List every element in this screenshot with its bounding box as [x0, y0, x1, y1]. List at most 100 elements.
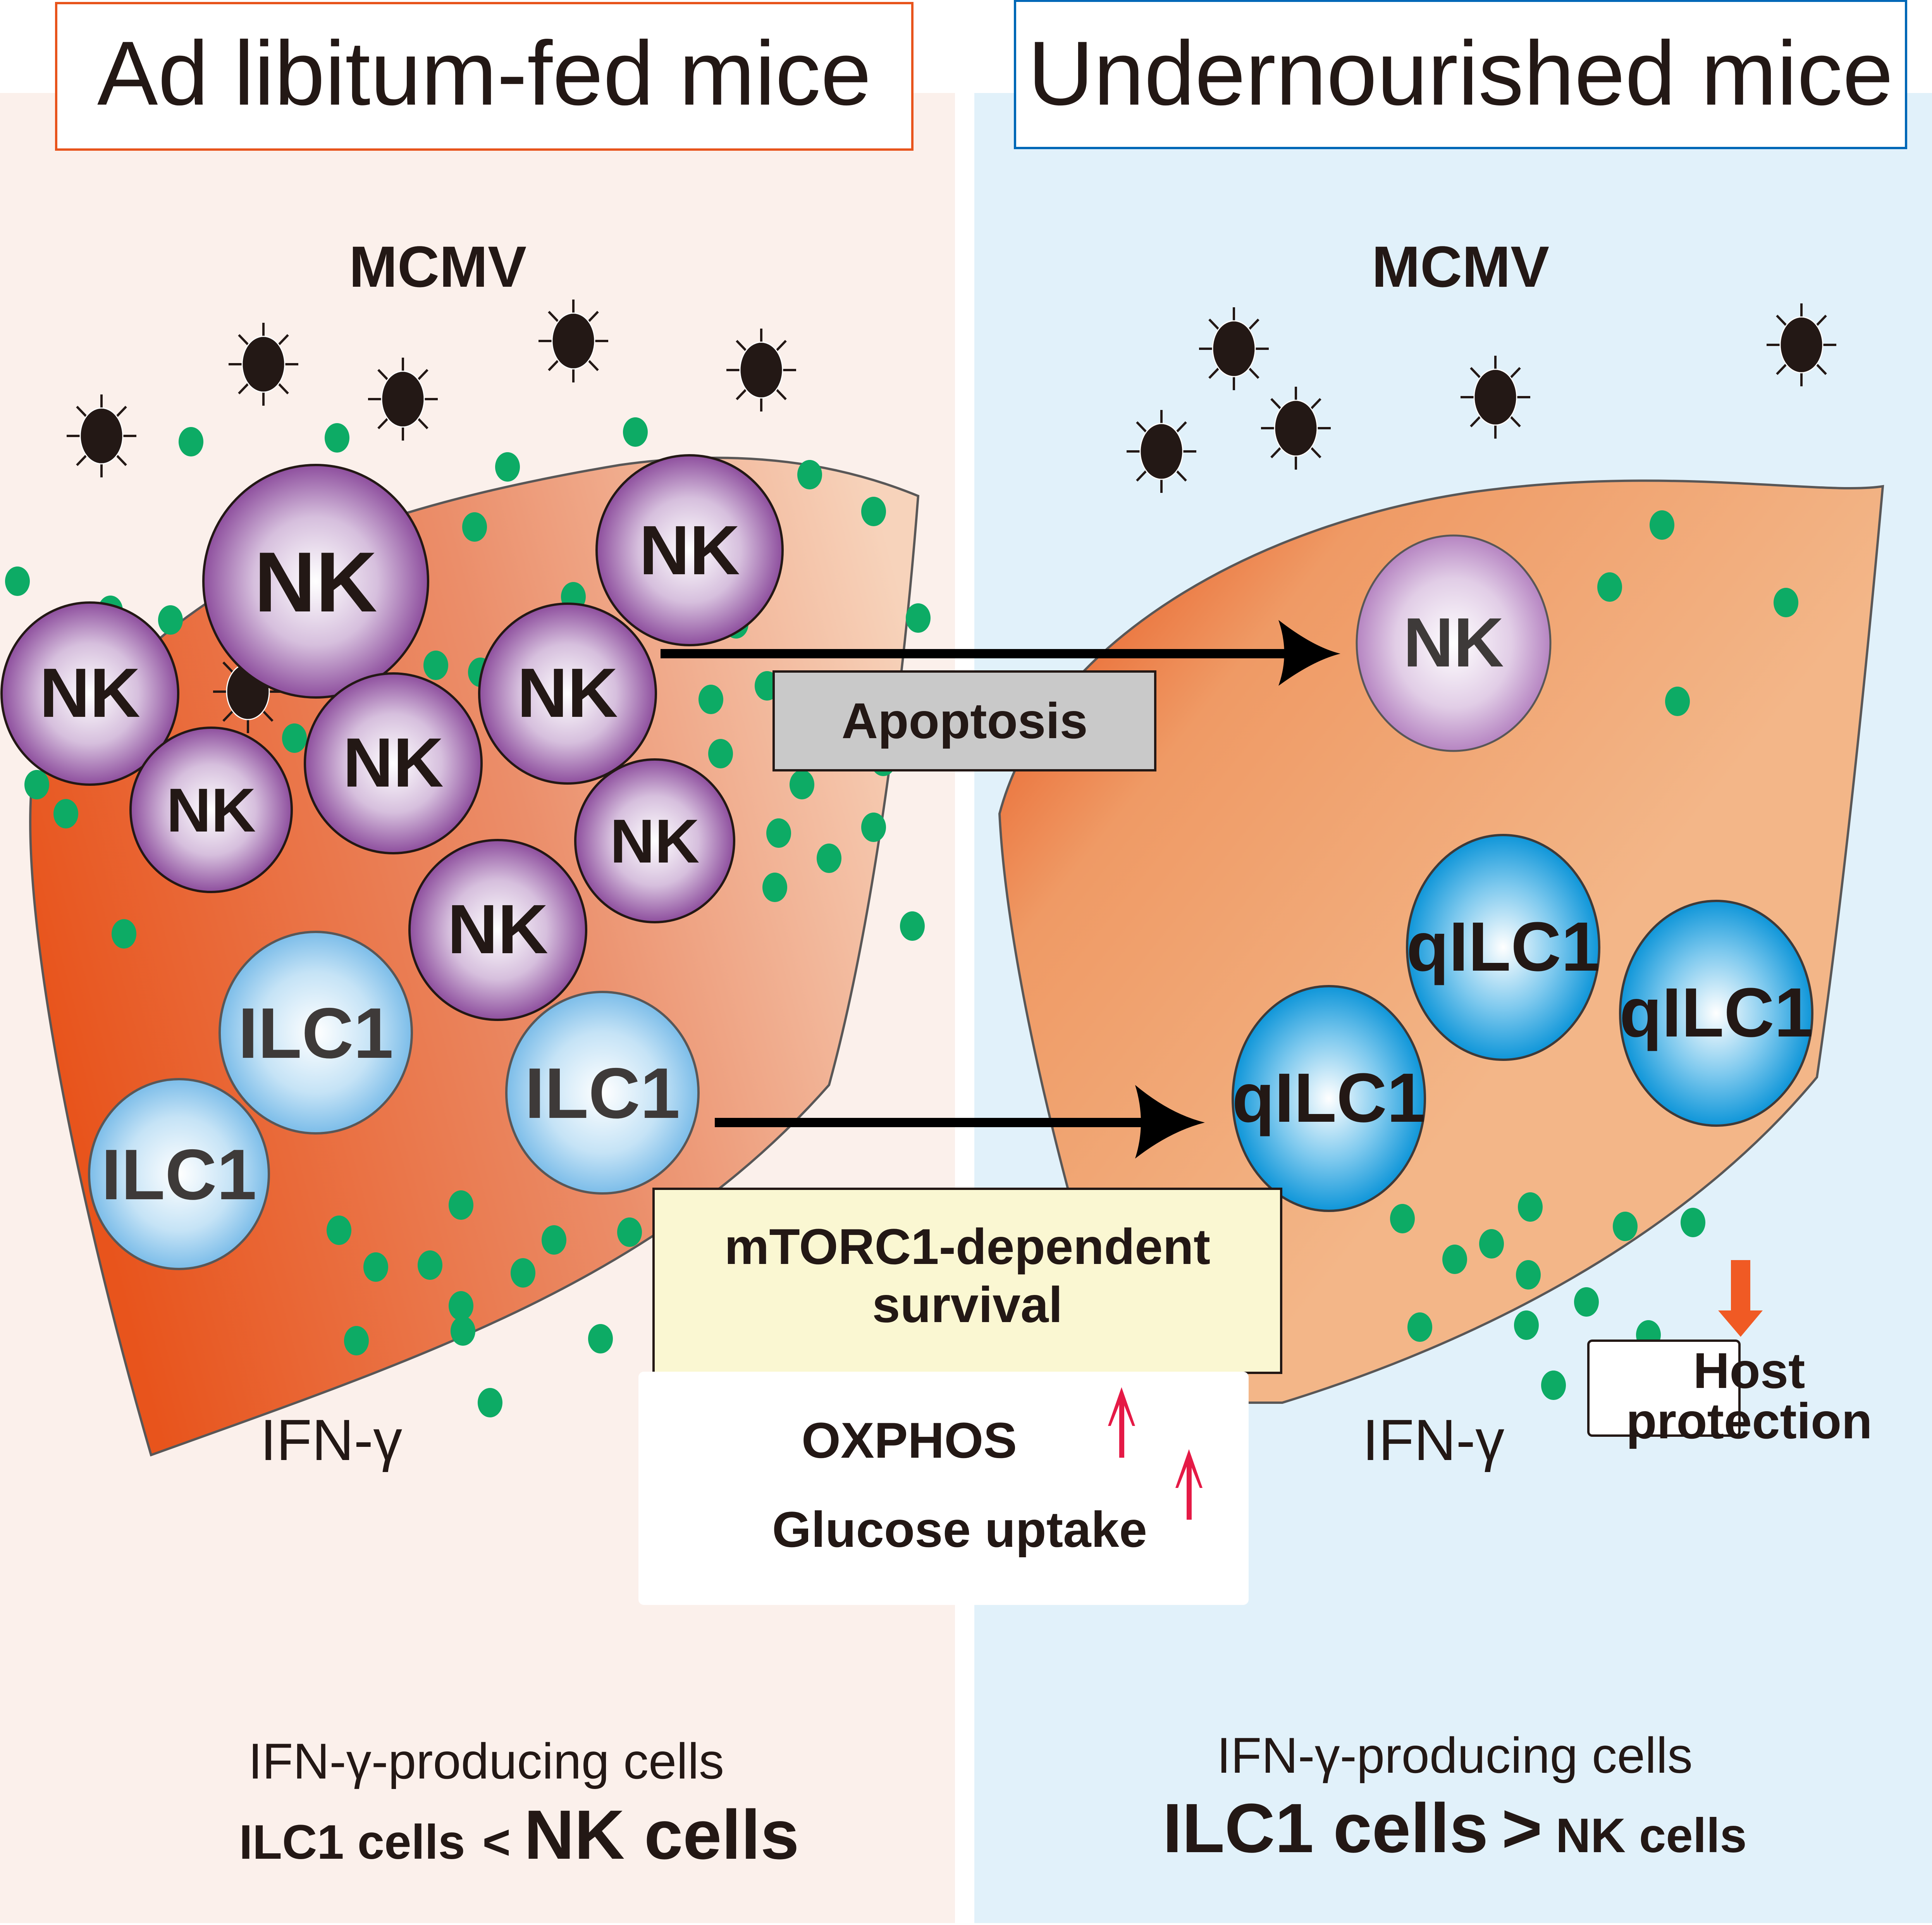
glucose-up-arrow-icon: [1175, 1449, 1203, 1520]
virus-particle: [1127, 410, 1196, 493]
ifn-gamma-dot: [462, 512, 487, 542]
glucose-uptake-label: Glucose uptake: [772, 1501, 1147, 1558]
host-protection-line2: protection: [1626, 1393, 1872, 1449]
ilc1-cell: ILC1: [218, 931, 413, 1135]
nk-cell: NK: [595, 454, 784, 646]
mtorc1-label-box: mTORC1-dependent survival: [652, 1188, 1282, 1374]
ifn-gamma-dot: [1681, 1208, 1705, 1237]
ifn-gamma-dot: [900, 911, 925, 941]
nk-cell: NK: [408, 839, 587, 1021]
ifn-gamma-dot: [282, 723, 307, 753]
host-protection-down-arrow-icon: [1718, 1260, 1763, 1337]
ifn-gamma-dot: [24, 770, 49, 799]
nk-cell: NK: [304, 672, 483, 854]
ifn-gamma-dots: [5, 417, 1798, 1417]
left-nk-cells: NK NK NK NK NK NK NK NK: [0, 454, 784, 1021]
right-nk-cell: NK: [1356, 534, 1552, 752]
ifn-gamma-dot: [861, 813, 886, 842]
virus-particle: [538, 300, 608, 382]
right-qilc1-cells: qILC1 qILC1 qILC1: [1232, 834, 1813, 1212]
right-header: Undernourished mice: [1014, 0, 1907, 149]
ifn-gamma-dot: [766, 818, 791, 848]
ifn-gamma-dot: [708, 739, 733, 768]
right-summary-heading: IFN-γ-producing cells: [1217, 1727, 1693, 1784]
svg-text:qILC1: qILC1: [1619, 974, 1813, 1052]
ifn-gamma-dot: [797, 460, 822, 489]
ifn-gamma-dot: [449, 1291, 473, 1321]
oxphos-label: OXPHOS: [802, 1412, 1017, 1469]
virus-particle: [67, 394, 136, 477]
left-header-box: [55, 2, 914, 151]
host-protection-line1: Host: [1693, 1342, 1805, 1399]
virus-particle: [1461, 356, 1530, 439]
mtorc1-label-line1: mTORC1-dependent: [724, 1218, 1210, 1275]
svg-text:NK: NK: [254, 534, 377, 630]
ifn-gamma-dot: [449, 1190, 473, 1220]
apoptosis-label: Apoptosis: [841, 692, 1088, 749]
ifn-gamma-dot: [1597, 572, 1622, 602]
ifn-gamma-dot: [817, 844, 841, 873]
svg-text:qILC1: qILC1: [1232, 1059, 1426, 1137]
ifn-gamma-dot: [344, 1326, 369, 1355]
virus-particle: [726, 329, 796, 412]
ifn-gamma-dot: [1390, 1204, 1415, 1233]
svg-text:NK: NK: [166, 775, 256, 845]
nk-cell: NK: [574, 758, 735, 923]
apoptosis-label-box: Apoptosis: [772, 670, 1156, 771]
ifn-gamma-dot: [325, 423, 349, 453]
ifn-gamma-dot: [423, 651, 448, 680]
left-summary-lhs: ILC1 cells: [239, 1815, 465, 1869]
ifn-gamma-dot: [179, 427, 203, 456]
right-summary: IFN-γ-producing cells ILC1 cells > NK ce…: [1163, 1727, 1747, 1867]
left-ilc1-cells: ILC1 ILC1 ILC1: [88, 931, 700, 1270]
svg-text:NK: NK: [343, 724, 444, 802]
right-summary-rhs: NK cells: [1556, 1809, 1747, 1863]
metabolism-box: OXPHOS Glucose uptake: [638, 1372, 1249, 1605]
ilc1-survival-arrow: [715, 1085, 1205, 1159]
ifn-gamma-dot: [1518, 1192, 1543, 1222]
virus-particle: [1767, 303, 1836, 386]
virus-particle: [368, 358, 438, 441]
ifn-gamma-dot: [861, 497, 886, 526]
ifn-gamma-dot: [1541, 1371, 1566, 1400]
right-mcmv-label: MCMV: [1372, 234, 1549, 299]
ifn-gamma-dot: [327, 1216, 351, 1245]
ifn-gamma-dot: [1407, 1312, 1432, 1342]
svg-text:NK: NK: [40, 654, 140, 732]
nk-cell: NK: [129, 727, 293, 893]
left-header-title: Ad libitum-fed mice: [97, 22, 871, 124]
ifn-gamma-dot: [1774, 588, 1798, 617]
ifn-gamma-dot: [617, 1217, 642, 1247]
ifn-gamma-dot: [762, 873, 787, 902]
right-header-box: [1014, 0, 1907, 149]
svg-text:NK: NK: [610, 806, 699, 876]
svg-text:NK: NK: [517, 654, 618, 732]
left-mcmv-label: MCMV: [349, 234, 526, 299]
virus-particle: [1199, 307, 1269, 390]
nk-cell: NK: [202, 464, 429, 699]
virus-particle: [1261, 387, 1331, 470]
oxphos-up-arrow-icon: [1108, 1387, 1135, 1458]
left-summary: IFN-γ-producing cells ILC1 cells < NK ce…: [239, 1733, 799, 1874]
right-ifn-gamma-label: IFN-γ: [1363, 1407, 1505, 1472]
ifn-gamma-dot: [451, 1316, 475, 1346]
ifn-gamma-dot: [906, 603, 931, 633]
svg-text:ILC1: ILC1: [238, 993, 394, 1073]
ifn-gamma-dot: [790, 770, 814, 799]
ifn-gamma-dot: [542, 1225, 566, 1255]
right-summary-operator: >: [1502, 1789, 1542, 1867]
left-header: Ad libitum-fed mice: [55, 2, 914, 151]
nk-cell: NK: [0, 601, 179, 786]
svg-text:ILC1: ILC1: [102, 1135, 257, 1215]
virus-particle: [229, 323, 298, 406]
svg-text:NK: NK: [639, 511, 740, 589]
svg-text:NK: NK: [447, 890, 548, 968]
right-summary-comparison: ILC1 cells > NK cells: [1163, 1789, 1747, 1867]
left-summary-comparison: ILC1 cells < NK cells: [239, 1796, 799, 1874]
mtorc1-label-line2: survival: [872, 1276, 1062, 1333]
right-header-title: Undernourished mice: [1028, 22, 1893, 124]
ifn-gamma-dot: [1479, 1229, 1504, 1259]
ifn-gamma-dot: [511, 1258, 535, 1288]
qilc1-cell: qILC1: [1232, 985, 1426, 1212]
